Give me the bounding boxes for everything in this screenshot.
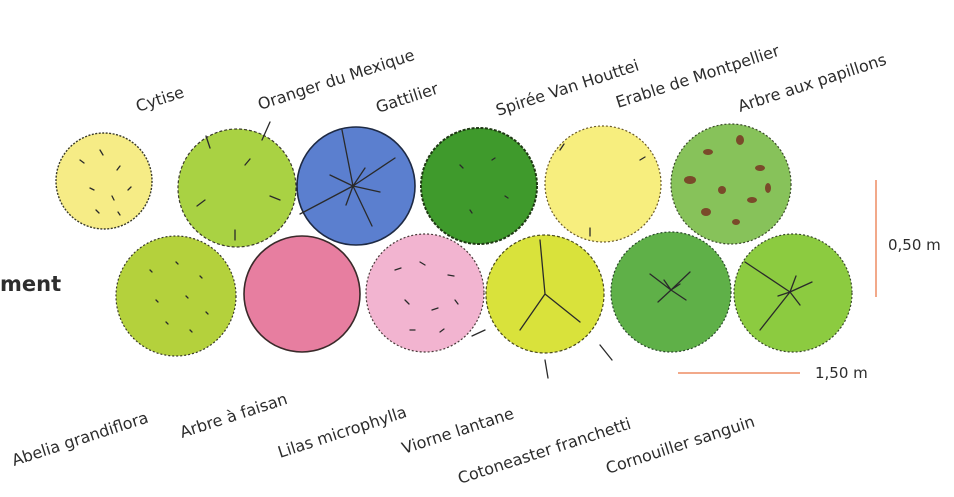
plant-circle-cotoneaster-franchetti: [611, 232, 731, 352]
label-viorne-lantane: Viorne lantane: [399, 404, 516, 458]
plant-circle-lilas-microphylla: [366, 234, 484, 352]
plant-circle-erable-de-montpellier: [545, 126, 661, 242]
label-lilas-microphylla: Lilas microphylla: [275, 402, 409, 462]
plant-circle-abelia-grandiflora: [116, 236, 236, 356]
plant-circle-gattilier: [297, 127, 415, 245]
label-cytise: Cytise: [133, 82, 186, 115]
plant-circle-spiree-van-houttei: [421, 128, 537, 244]
top-row: [56, 124, 791, 247]
width-dimension-label: 1,50 m: [815, 364, 868, 382]
plant-circle-cornouiller-sanguin: [734, 234, 852, 352]
plant-circle-cytise: [56, 133, 152, 229]
plant-circle-arbre-aux-papillons: [671, 124, 791, 244]
height-dimension-label: 0,50 m: [888, 236, 941, 254]
plant-circle-oranger-du-mexique: [178, 129, 296, 247]
label-arbre-a-faisan: Arbre à faisan: [177, 389, 289, 442]
label-abelia-grandiflora: Abelia grandiflora: [9, 408, 150, 470]
plant-circle-arbre-a-faisan: [244, 236, 360, 352]
bottom-row: [116, 232, 852, 356]
label-gattilier: Gattilier: [373, 79, 441, 117]
